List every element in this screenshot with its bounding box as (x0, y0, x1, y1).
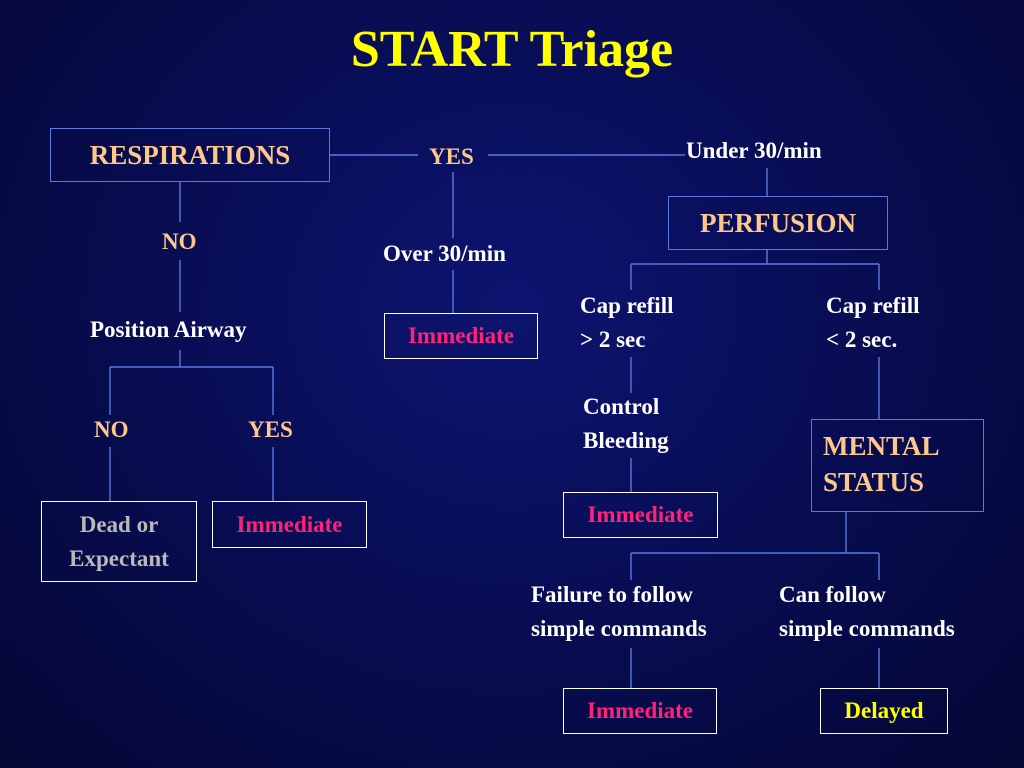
cap-refill-lt-line-1: Cap refill (826, 293, 920, 318)
respirations-no-label: NO (162, 229, 197, 254)
perfusion-label: PERFUSION (699, 208, 856, 238)
airway-yes-result-box: Immediate (212, 501, 367, 548)
page-title: START Triage (350, 21, 674, 78)
under-30-label: Under 30/min (686, 138, 822, 163)
airway-yes-result-label: Immediate (236, 512, 343, 537)
respirations-box: RESPIRATIONS (50, 128, 330, 182)
control-bleeding-line-2: Bleeding (583, 428, 669, 453)
can-follow-line-2: simple commands (779, 616, 955, 641)
control-bleeding-label: Control Bleeding (583, 390, 669, 458)
perfusion-box: PERFUSION (668, 196, 888, 250)
failure-follow-line-2: simple commands (531, 616, 707, 641)
over-30-label: Over 30/min (383, 241, 506, 266)
failure-follow-label: Failure to follow simple commands (531, 578, 707, 646)
dead-expectant-line-2: Expectant (69, 546, 169, 571)
can-follow-line-1: Can follow (779, 582, 886, 607)
over-30-result-box: Immediate (384, 313, 538, 359)
over-30-result-label: Immediate (407, 323, 515, 348)
control-bleeding-line-1: Control (583, 394, 660, 419)
failure-result-box: Immediate (563, 688, 717, 734)
delayed-result-label: Delayed (844, 698, 924, 723)
mental-status-line-2: STATUS (823, 467, 925, 497)
dead-expectant-line-1: Dead or (79, 512, 159, 537)
airway-no-label: NO (94, 417, 129, 442)
cap-refill-gt-label: Cap refill > 2 sec (580, 289, 673, 357)
cap-refill-gt-line-2: > 2 sec (580, 327, 646, 352)
cap-refill-lt-label: Cap refill < 2 sec. (826, 289, 919, 357)
cap-refill-lt-line-2: < 2 sec. (826, 327, 898, 352)
respirations-label: RESPIRATIONS (89, 140, 291, 170)
cap-refill-gt-result-box: Immediate (563, 492, 718, 538)
mental-status-box: MENTAL STATUS (811, 419, 984, 512)
dead-expectant-box: Dead or Expectant (41, 501, 197, 582)
cap-refill-gt-line-1: Cap refill (580, 293, 674, 318)
failure-follow-line-1: Failure to follow (531, 582, 693, 607)
failure-result-label: Immediate (586, 698, 694, 723)
cap-refill-gt-result-label: Immediate (587, 502, 694, 527)
position-airway-label: Position Airway (90, 317, 247, 342)
can-follow-label: Can follow simple commands (779, 578, 955, 646)
mental-status-line-1: MENTAL (823, 431, 940, 461)
delayed-result-box: Delayed (820, 688, 948, 734)
respirations-yes-label: YES (429, 144, 474, 169)
airway-yes-label: YES (248, 417, 293, 442)
